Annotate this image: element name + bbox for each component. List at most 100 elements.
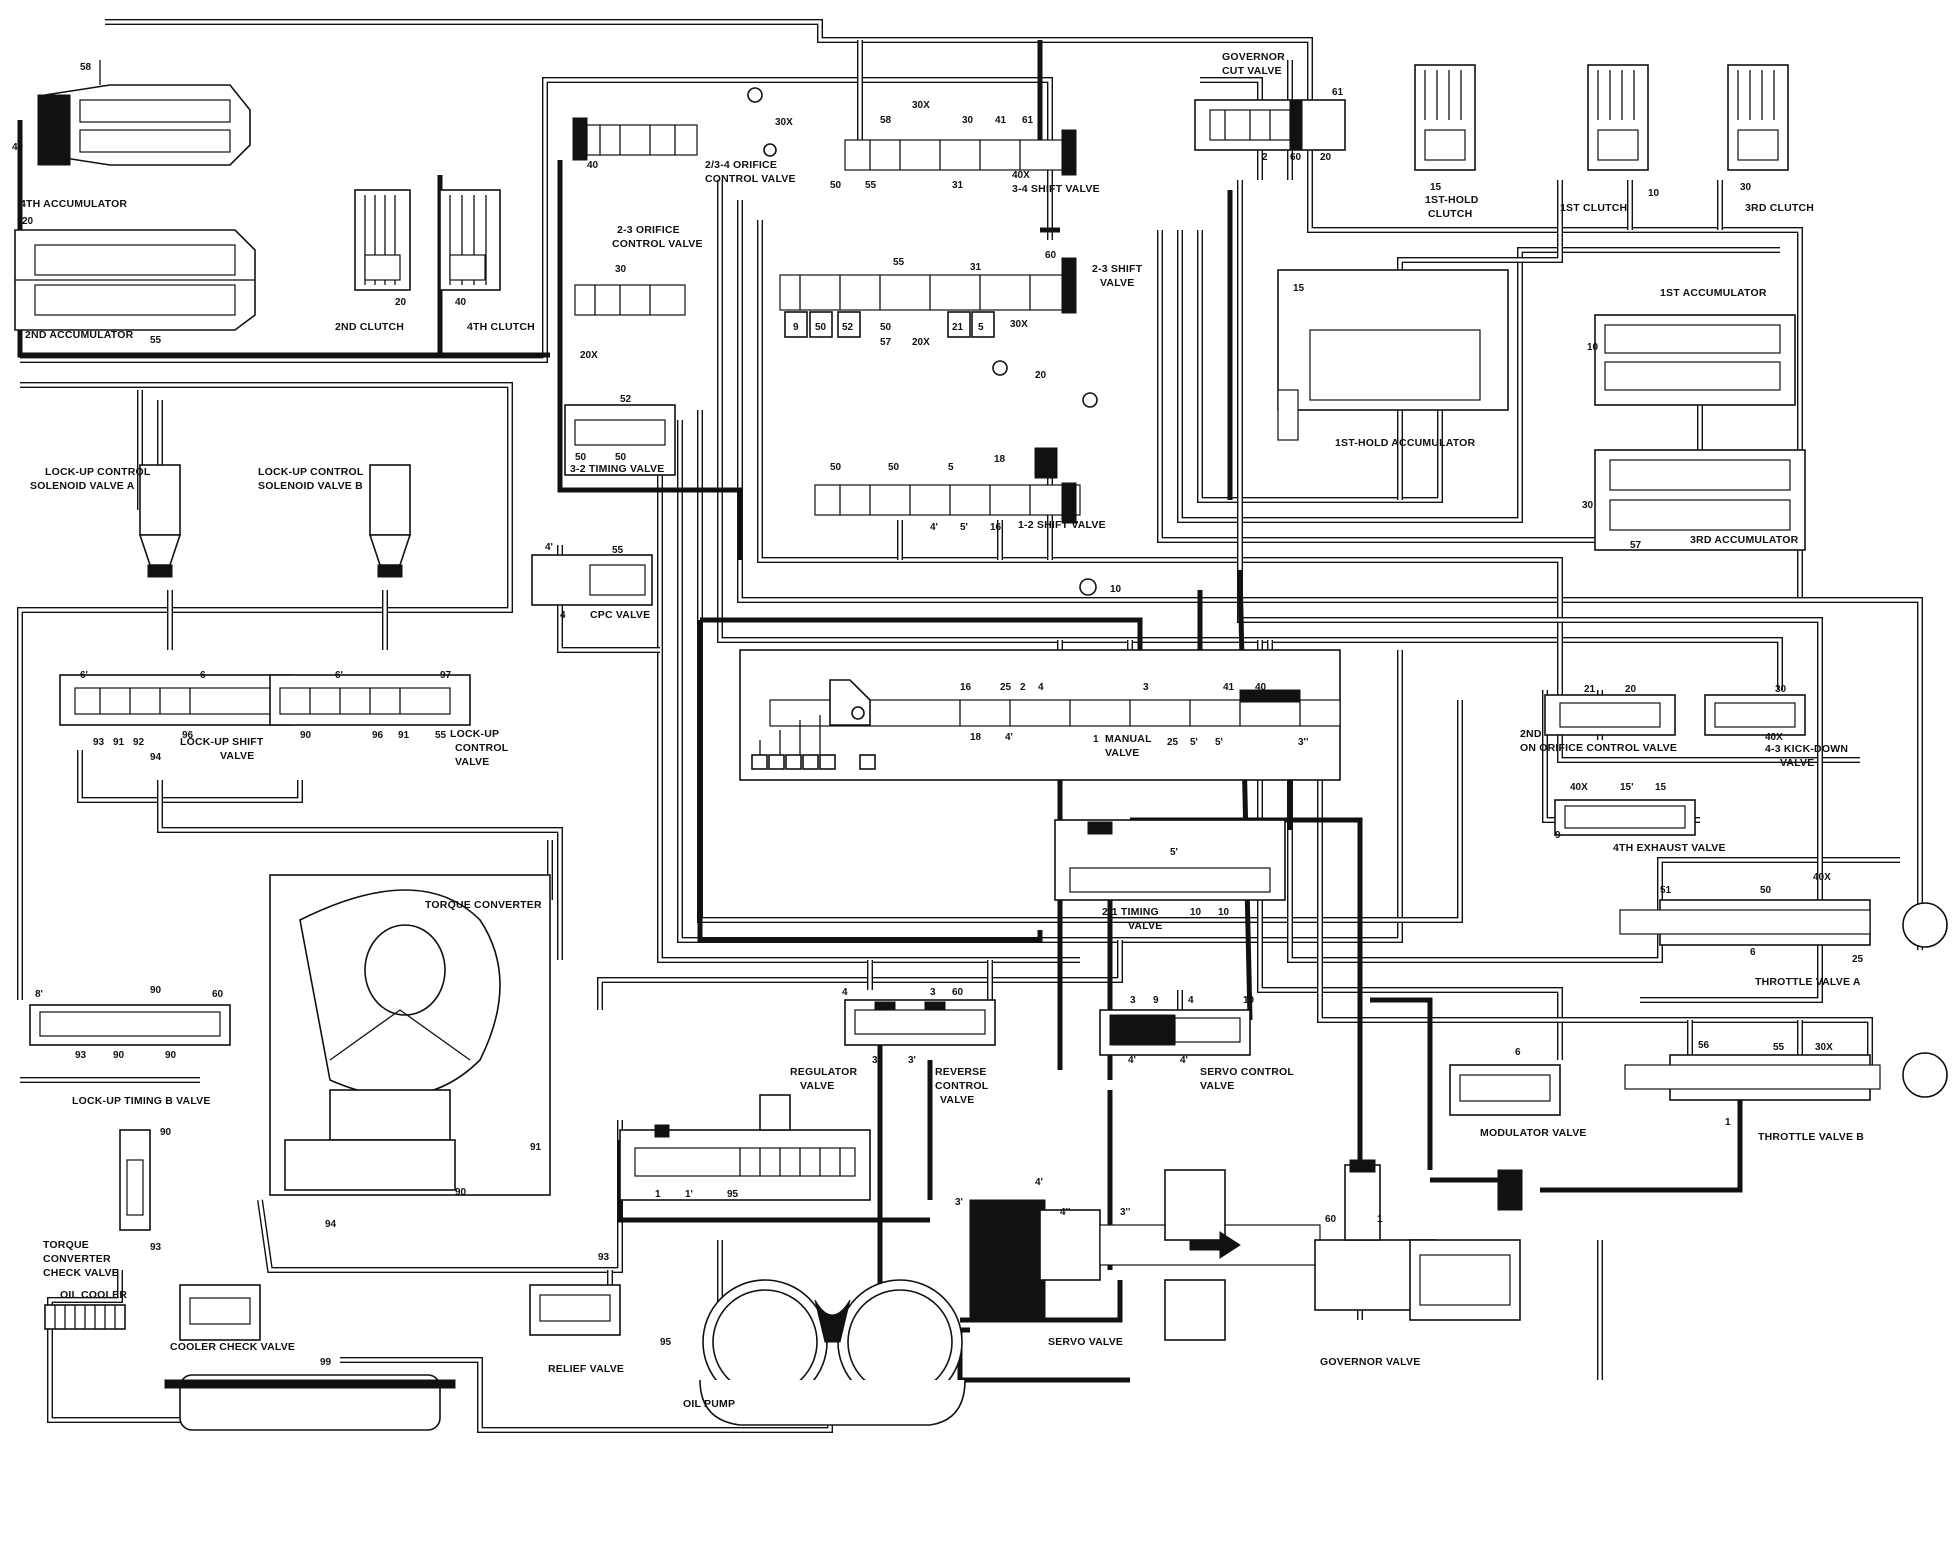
port-label: 9 (1555, 830, 1561, 841)
1st-hold-accumulator-label: 1ST-HOLD ACCUMULATOR (1335, 437, 1476, 449)
port-label: 3' (872, 1055, 880, 1066)
lock-up-shift-valve[interactable] (59, 674, 291, 726)
4th-exhaust-valve[interactable] (1554, 799, 1696, 836)
3rd-accumulator (1594, 449, 1806, 551)
reverse-label-3: VALVE (940, 1094, 974, 1106)
lock-up-control-valve[interactable] (269, 674, 471, 726)
governor-valve[interactable] (1314, 1159, 1521, 1321)
servo-control-valve[interactable] (1099, 1009, 1251, 1056)
throttle-valve-a[interactable] (1619, 899, 1948, 948)
port-label: 40X (1570, 782, 1588, 793)
lock-up-control-label-3: VALVE (455, 756, 489, 768)
3-4-shift-valve[interactable] (844, 129, 1077, 176)
manual-valve[interactable] (739, 649, 1341, 781)
solenoid-a-label-2: SOLENOID VALVE A (30, 480, 135, 492)
throttle-valve-b[interactable] (1624, 1052, 1948, 1101)
solenoid-a-label-1: LOCK-UP CONTROL (45, 466, 151, 478)
port-label: 41 (995, 115, 1007, 126)
modulator-valve[interactable] (1449, 1064, 1561, 1116)
2-3-4-orifice-label-1: 2/3-4 ORIFICE (705, 159, 777, 171)
port-label: 5' (1190, 737, 1198, 748)
lock-up-shift-label-1: LOCK-UP SHIFT (180, 736, 264, 748)
2-1-timing-valve[interactable] (1054, 819, 1286, 901)
port-label: 10 (1648, 188, 1660, 199)
2-1-timing-label-1: 2-1 TIMING (1102, 906, 1159, 918)
reverse-control-valve[interactable] (844, 999, 996, 1046)
manual-valve-label-1: MANUAL (1105, 733, 1152, 745)
modulator-valve-label: MODULATOR VALVE (1480, 1127, 1587, 1139)
3-2-timing-valve[interactable] (564, 404, 676, 476)
port-label: 30X (775, 117, 793, 128)
port-label: 4 (1038, 682, 1044, 693)
regulator-valve[interactable] (619, 1094, 871, 1201)
throttle-cam-icon (1902, 902, 1948, 948)
relief-valve[interactable] (529, 1284, 621, 1336)
2-3-4-orifice-label-2: CONTROL VALVE (705, 173, 796, 185)
tcc-label-1: TORQUE (43, 1239, 89, 1251)
port-label: 25 (1167, 737, 1179, 748)
port-label: 91 (113, 737, 125, 748)
port-label: 97 (440, 670, 452, 681)
port-label: 55 (150, 335, 162, 346)
port-label: 90 (150, 985, 162, 996)
4th-clutch-label: 4TH CLUTCH (467, 321, 535, 333)
port-label: 20 (395, 297, 407, 308)
kickdown-label-2: VALVE (1780, 757, 1814, 769)
port-label: 50 (575, 452, 587, 463)
check-ball-icon (763, 143, 777, 157)
port-label: 6 (1750, 947, 1756, 958)
1st-accumulator-label: 1ST ACCUMULATOR (1660, 287, 1767, 299)
port-label: 31 (952, 180, 964, 191)
cpc-valve-label: CPC VALVE (590, 609, 650, 621)
governor-valve-label: GOVERNOR VALVE (1320, 1356, 1420, 1368)
1st-accumulator (1594, 314, 1796, 406)
port-label: 20X (580, 350, 598, 361)
servo-valve[interactable] (969, 1169, 1321, 1341)
port-label: 1 (1377, 1214, 1383, 1225)
port-label: 20 (1035, 370, 1047, 381)
cooler-check-valve[interactable] (179, 1284, 261, 1341)
cooler-check-valve-label: COOLER CHECK VALVE (170, 1341, 295, 1353)
manual-valve-label-2: VALVE (1105, 747, 1139, 759)
port-label: 16 (990, 522, 1002, 533)
port-label: 30 (962, 115, 974, 126)
port-label: 90 (113, 1050, 125, 1061)
torque-converter-check-valve[interactable] (119, 1129, 151, 1231)
governor-cut-valve[interactable] (1194, 99, 1346, 151)
port-label: 40 (455, 297, 467, 308)
port-label: 55 (612, 545, 624, 556)
port-label: 4' (1005, 732, 1013, 743)
port-label: 15 (1655, 782, 1667, 793)
4th-accumulator-label: 4TH ACCUMULATOR (20, 198, 127, 210)
filter-icon (1497, 1169, 1523, 1211)
1-2-shift-valve[interactable] (814, 447, 1081, 524)
port-label: 5' (1215, 737, 1223, 748)
2nd-clutch (354, 189, 411, 291)
2-3-orifice-control-valve[interactable] (574, 284, 686, 316)
2nd-on-orifice-control-valve[interactable] (1544, 694, 1676, 736)
port-label: 30X (1010, 319, 1028, 330)
port-label: 52 (620, 394, 632, 405)
port-label: 50 (1760, 885, 1772, 896)
port-label: 40X (1813, 872, 1831, 883)
port-label: 93 (75, 1050, 87, 1061)
relief-valve-label: RELIEF VALVE (548, 1363, 624, 1375)
port-label: 6' (80, 670, 88, 681)
2-3-shift-valve[interactable] (779, 257, 1077, 314)
orifice-2nd-label-1: 2ND (1520, 728, 1542, 740)
2-3-4-orifice-control-valve[interactable] (572, 117, 698, 161)
lock-up-timing-b-valve[interactable] (29, 1004, 231, 1046)
port-label: 94 (150, 752, 162, 763)
port-label: 95 (660, 1337, 672, 1348)
port-label: 25 (1000, 682, 1012, 693)
port-label: 15' (1620, 782, 1634, 793)
4-3-kick-down-valve[interactable] (1704, 694, 1806, 736)
kickdown-label-1: 4-3 KICK-DOWN (1765, 743, 1848, 755)
cpc-valve[interactable] (531, 554, 653, 606)
port-label: 55 (435, 730, 447, 741)
port-label: 18 (970, 732, 982, 743)
port-label: 6' (335, 670, 343, 681)
port-label: 6 (1515, 1047, 1521, 1058)
reverse-label-2: CONTROL (935, 1080, 989, 1092)
port-label: 25 (1852, 954, 1864, 965)
